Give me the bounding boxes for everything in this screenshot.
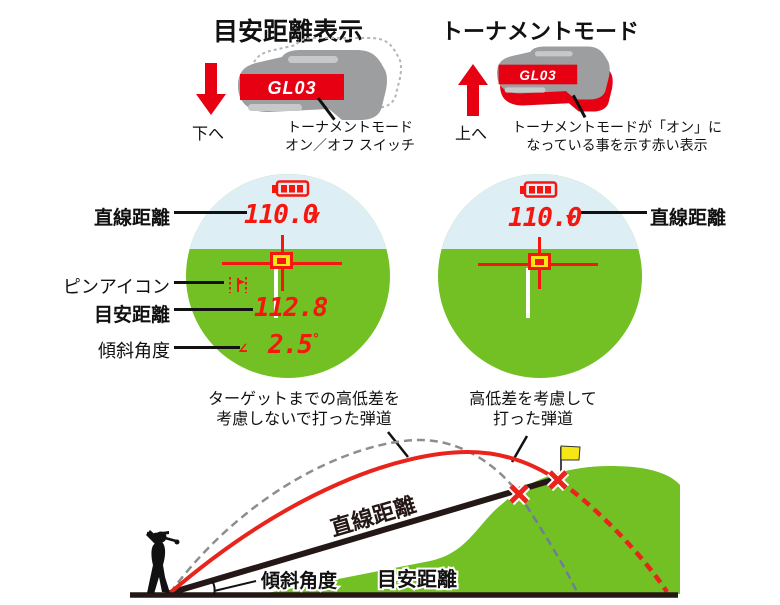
indicator-note-line1: トーナメントモードが「オン」に xyxy=(512,119,722,135)
golfer-silhouette xyxy=(146,530,180,594)
pin-pole xyxy=(274,267,278,318)
degree-symbol: ° xyxy=(311,332,320,347)
device-pill-top xyxy=(288,56,338,63)
pin-pole xyxy=(526,268,530,318)
leader-line xyxy=(174,211,247,214)
arrow-up-label: 上へ xyxy=(454,126,487,143)
guide-mode-title: 目安距離表示 xyxy=(212,18,363,46)
pin-lock-icon xyxy=(229,277,247,293)
callout-pin-icon: ピンアイコン xyxy=(62,277,170,297)
diagram-slope-angle-label: 傾斜角度 xyxy=(260,569,338,592)
trajectory-no-elevation xyxy=(168,438,520,594)
caption-elevation-line2: 打った弾道 xyxy=(493,410,573,428)
callout-straight-distance-right: 直線距離 xyxy=(650,208,727,229)
device-label-band xyxy=(498,64,578,85)
rangefinder-device-left: GL03 xyxy=(238,37,402,120)
caption-elevation-line1: 高低差を考慮して xyxy=(469,390,597,408)
caption-no-elevation-line2: 考慮しないで打った弾道 xyxy=(216,410,392,428)
straight-distance-readout: 110.0 xyxy=(244,200,318,230)
trajectory-diagram: ターゲットまでの高低差を 考慮しないで打った弾道 高低差を考慮して 打った弾道 xyxy=(130,390,680,598)
angle-arc xyxy=(211,580,216,596)
slope-angle-readout: 2.5° xyxy=(268,330,320,360)
diagram-guide-distance-label: 目安距離 xyxy=(377,567,457,591)
caption-no-elevation-line1: ターゲットまでの高低差を xyxy=(208,390,400,408)
device-model-text: GL03 xyxy=(519,68,556,83)
leader-line xyxy=(174,281,224,284)
leader-line xyxy=(174,308,253,311)
viewfinder-right: 110.0 Y xyxy=(438,174,642,378)
callout-slope-angle: 傾斜角度 xyxy=(98,341,170,361)
indicator-note-line2: なっている事を示す赤い表示 xyxy=(526,137,708,154)
device-pill-top xyxy=(534,51,573,57)
x-mark-elevation xyxy=(546,468,570,492)
slope-angle-leader xyxy=(213,580,257,592)
rangefinder-device-right: GL03 xyxy=(497,46,613,112)
pin-flag xyxy=(528,253,551,270)
switch-note-line2: オン／オフ スイッチ xyxy=(285,137,415,154)
straight-distance-line xyxy=(169,476,557,596)
trajectory-elevation-behind-hill xyxy=(557,479,669,594)
callout-straight-distance-left: 直線距離 xyxy=(93,208,170,229)
trajectory-elevation xyxy=(168,449,561,595)
caption-leader-no-elevation xyxy=(387,431,409,458)
trajectory-no-elevation-behind-hill xyxy=(517,493,579,593)
battery-icon xyxy=(520,181,558,198)
device-pill-bottom xyxy=(248,104,302,111)
leader-line xyxy=(174,346,240,349)
x-mark-no-elevation xyxy=(507,482,531,506)
straight-distance-readout: 110.0 xyxy=(508,203,582,233)
tournament-mode-title: トーナメントモード xyxy=(440,19,639,44)
device-model-text: GL03 xyxy=(267,78,316,98)
target-flag xyxy=(560,445,581,461)
arrow-down-label: 下へ xyxy=(191,126,224,143)
switch-note-line1: トーナメントモード xyxy=(287,119,413,135)
angle-symbol: ∠ xyxy=(238,339,248,358)
battery-icon xyxy=(272,180,310,197)
switch-note: トーナメントモード オン／オフ スイッチ xyxy=(278,118,422,155)
guide-distance-readout: 112.8 xyxy=(254,293,328,323)
leader-line xyxy=(581,211,647,214)
device-label-band xyxy=(240,74,344,100)
distance-unit: Y xyxy=(311,209,321,227)
arrow-up-icon xyxy=(458,64,488,116)
device-pill-bottom xyxy=(504,87,546,93)
hill xyxy=(262,466,680,594)
callout-guide-distance: 目安距離 xyxy=(93,305,170,326)
pin-flag xyxy=(270,252,293,269)
indicator-note: トーナメントモードが「オン」に なっている事を示す赤い表示 xyxy=(507,118,727,155)
distance-unit: Y xyxy=(566,212,576,230)
arrow-down-icon xyxy=(196,63,226,115)
